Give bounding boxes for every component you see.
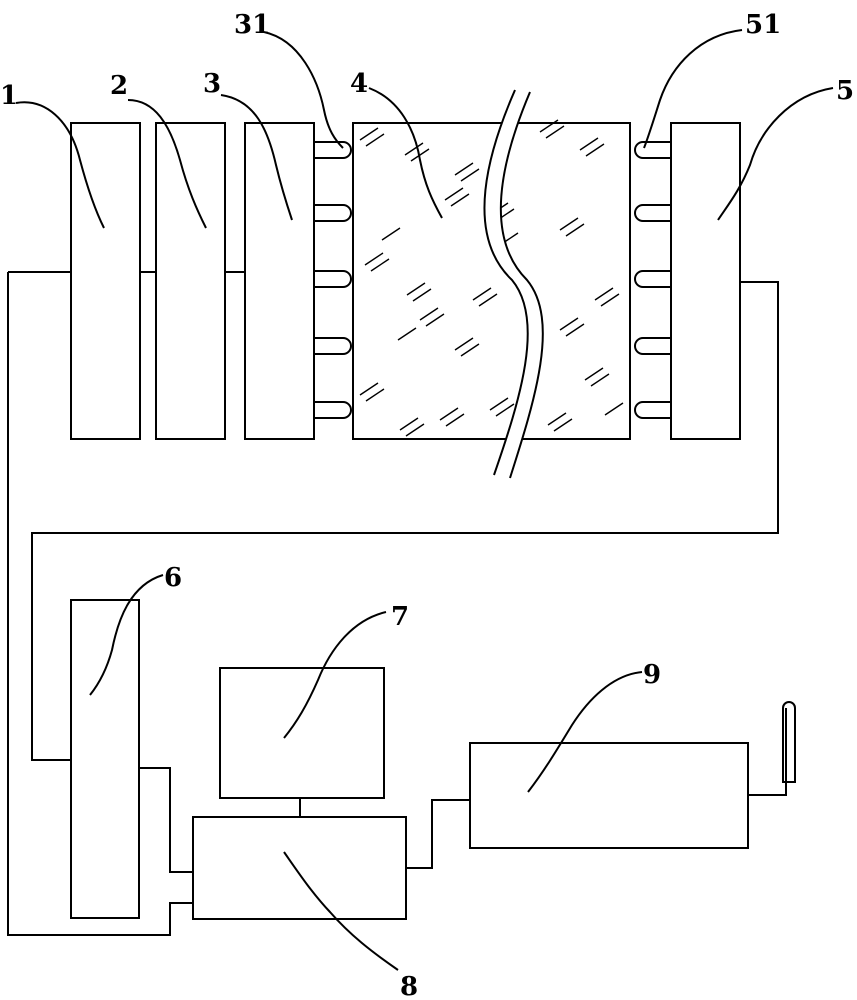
- electrodes-31: [314, 141, 352, 419]
- leader-9: [527, 671, 643, 793]
- leader-7: [283, 611, 387, 739]
- label-8: 8: [400, 972, 418, 1000]
- leader-5: [717, 87, 834, 221]
- sample-4: [352, 89, 631, 479]
- label-3: 3: [203, 69, 221, 99]
- box-1: [70, 122, 141, 440]
- box-6: [70, 599, 140, 919]
- leader-51: [643, 29, 743, 149]
- wire-5-to-6: [31, 281, 779, 761]
- wire-1-to-8: [7, 272, 193, 936]
- wire-6-to-8: [139, 767, 193, 873]
- leader-2: [127, 99, 207, 229]
- wire-9-to-probe: [748, 782, 787, 796]
- label-51: 51: [745, 10, 781, 40]
- box-2: [155, 122, 226, 440]
- wire-8-to-9: [406, 799, 470, 869]
- label-9: 9: [643, 660, 661, 690]
- leader-8: [283, 851, 399, 971]
- box-9: [469, 742, 749, 849]
- label-7: 7: [391, 602, 409, 632]
- leader-3: [220, 94, 293, 221]
- label-31: 31: [234, 10, 270, 40]
- leader-4: [368, 87, 443, 219]
- leader-lines: [15, 29, 834, 971]
- computer-8: [192, 816, 407, 920]
- box-3: [244, 122, 315, 440]
- sample-4-break-line-right: [499, 91, 544, 479]
- electrodes-51: [634, 141, 671, 419]
- label-2: 2: [110, 71, 128, 101]
- monitor-7: [219, 667, 385, 799]
- box-5: [670, 122, 741, 440]
- sample-4-hatching: [359, 119, 624, 437]
- leader-6: [89, 574, 164, 696]
- label-1: 1: [0, 81, 18, 111]
- label-5: 5: [836, 76, 854, 106]
- sample-4-break-line-left: [483, 89, 529, 476]
- sample-4-break-gap: [484, 90, 543, 478]
- probe-icon: [782, 701, 796, 783]
- label-6: 6: [164, 563, 182, 593]
- label-4: 4: [350, 69, 368, 99]
- leader-1: [15, 101, 105, 229]
- leader-31: [263, 31, 344, 149]
